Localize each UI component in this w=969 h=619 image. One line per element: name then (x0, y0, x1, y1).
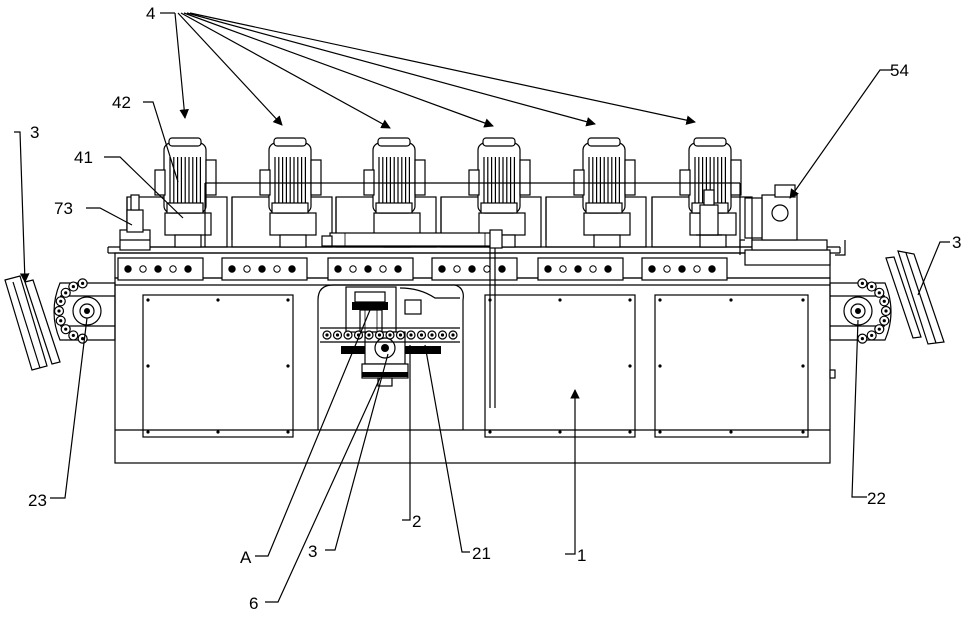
label-3-left: 3 (30, 123, 39, 142)
label-1: 1 (577, 546, 586, 565)
label-23: 23 (28, 491, 47, 510)
roller-block (118, 258, 203, 280)
roller-block (642, 258, 727, 280)
label-A: A (240, 548, 252, 567)
label-6: 6 (249, 594, 258, 613)
motor-unit (336, 138, 436, 247)
side-panel-left (143, 295, 293, 437)
motor-unit (232, 138, 332, 247)
roller-block (432, 258, 517, 280)
right-workpiece-plates (886, 251, 944, 344)
label-22: 22 (867, 489, 886, 508)
left-workpiece-plates (5, 276, 60, 370)
label-41: 41 (74, 148, 93, 167)
label-3-bottom: 3 (308, 542, 317, 561)
motor-group (127, 138, 752, 247)
label-2: 2 (412, 512, 421, 531)
roller-block (328, 258, 413, 280)
deck-roller-blocks (118, 258, 727, 280)
label-73: 73 (54, 199, 73, 218)
label-54: 54 (890, 61, 909, 80)
pivot-bracket-54 (740, 185, 845, 265)
motor-unit (546, 138, 646, 247)
side-panel-middle (485, 295, 635, 437)
roller-block (538, 258, 623, 280)
label-4: 4 (146, 4, 155, 23)
roller-block (222, 258, 307, 280)
label-42: 42 (112, 93, 131, 112)
side-panel-right (655, 295, 808, 437)
cylinder-73 (120, 195, 150, 250)
label-21: 21 (472, 544, 491, 563)
label-3-right: 3 (952, 233, 961, 252)
leader-lines (14, 13, 950, 602)
